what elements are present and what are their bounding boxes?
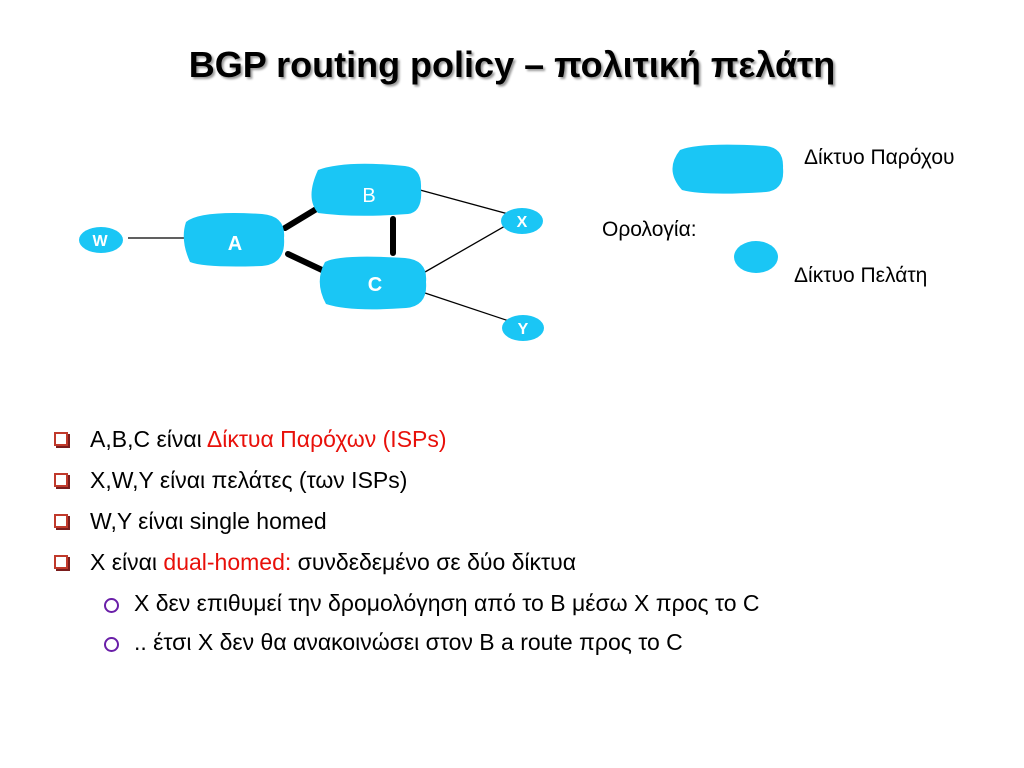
node-x-label: X — [517, 214, 528, 231]
legend-heading: Ορολογία: — [602, 218, 697, 241]
circle-bullet-icon — [104, 598, 119, 613]
sub-bullet-item: X δεν επιθυμεί την δρομολόγηση από το B … — [50, 590, 990, 616]
link-a-c — [285, 251, 325, 273]
legend-customer-label: Δίκτυο Πελάτη — [794, 264, 928, 287]
bullet-item: X είναι dual-homed: συνδεδεμένο σε δύο δ… — [50, 549, 990, 575]
box-bullet-icon — [54, 555, 68, 569]
box-bullet-icon — [54, 514, 68, 528]
node-y — [502, 315, 544, 341]
node-x — [501, 208, 543, 234]
node-a — [183, 213, 285, 267]
circle-bullet-icon — [104, 637, 119, 652]
link-c-x — [424, 221, 513, 273]
node-b-label: B — [362, 185, 375, 207]
sub-bullet-item: .. έτσι X δεν θα ανακοινώσει στον B a ro… — [50, 629, 990, 655]
link-b-x — [419, 189, 513, 216]
page-title: BGP routing policy – πολιτική πελάτη — [188, 44, 836, 85]
legend-provider-shape — [672, 144, 784, 194]
legend-customer-shape — [734, 241, 778, 273]
node-y-label: Y — [518, 321, 529, 338]
bullet-item: A,B,C είναι Δίκτυα Παρόχων (ISPs) — [50, 426, 990, 452]
node-c-label: C — [368, 274, 382, 296]
node-b — [311, 163, 422, 216]
network-diagram: B A C W X Y — [79, 144, 784, 341]
bullet-item: W,Y είναι single homed — [50, 508, 990, 534]
node-c — [319, 256, 427, 310]
box-bullet-icon — [54, 432, 68, 446]
legend-provider-label: Δίκτυο Παρόχου — [804, 146, 955, 169]
bullet-list: A,B,C είναι Δίκτυα Παρόχων (ISPs) X,W,Y … — [50, 426, 990, 668]
box-bullet-icon — [54, 473, 68, 487]
bullet-item: X,W,Y είναι πελάτες (των ISPs) — [50, 467, 990, 493]
link-c-y — [424, 292, 513, 323]
node-w — [79, 227, 123, 253]
node-w-label: W — [92, 233, 108, 250]
node-a-label: A — [228, 233, 242, 255]
